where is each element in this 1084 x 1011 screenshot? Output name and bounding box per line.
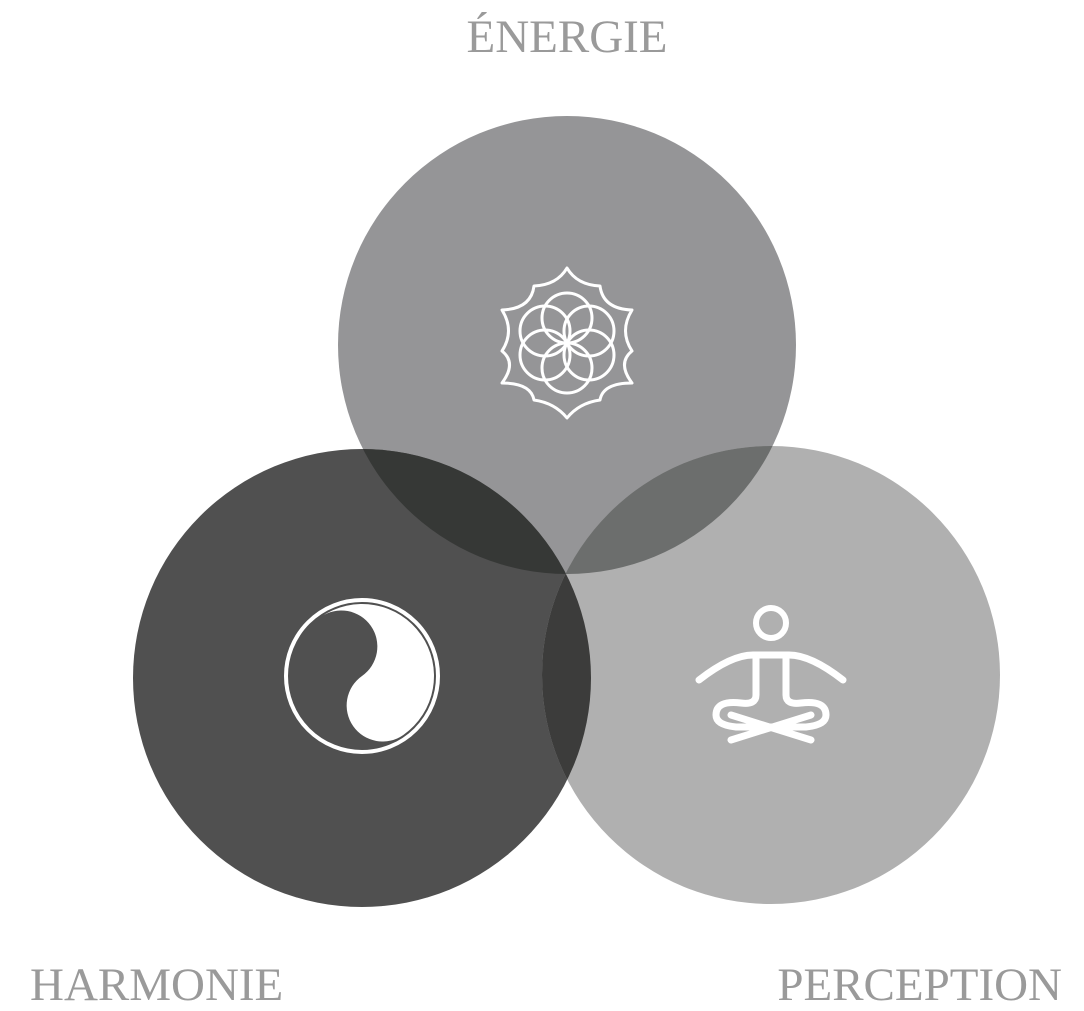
yin-yang-icon	[284, 598, 440, 754]
meditation-person-icon	[695, 605, 847, 744]
lotus-flower-icon	[500, 266, 634, 420]
label-energie: ÉNERGIE	[466, 11, 668, 63]
label-harmonie: HARMONIE	[30, 959, 284, 1011]
label-perception: PERCEPTION	[777, 959, 1062, 1011]
circle-perception	[542, 446, 1000, 904]
